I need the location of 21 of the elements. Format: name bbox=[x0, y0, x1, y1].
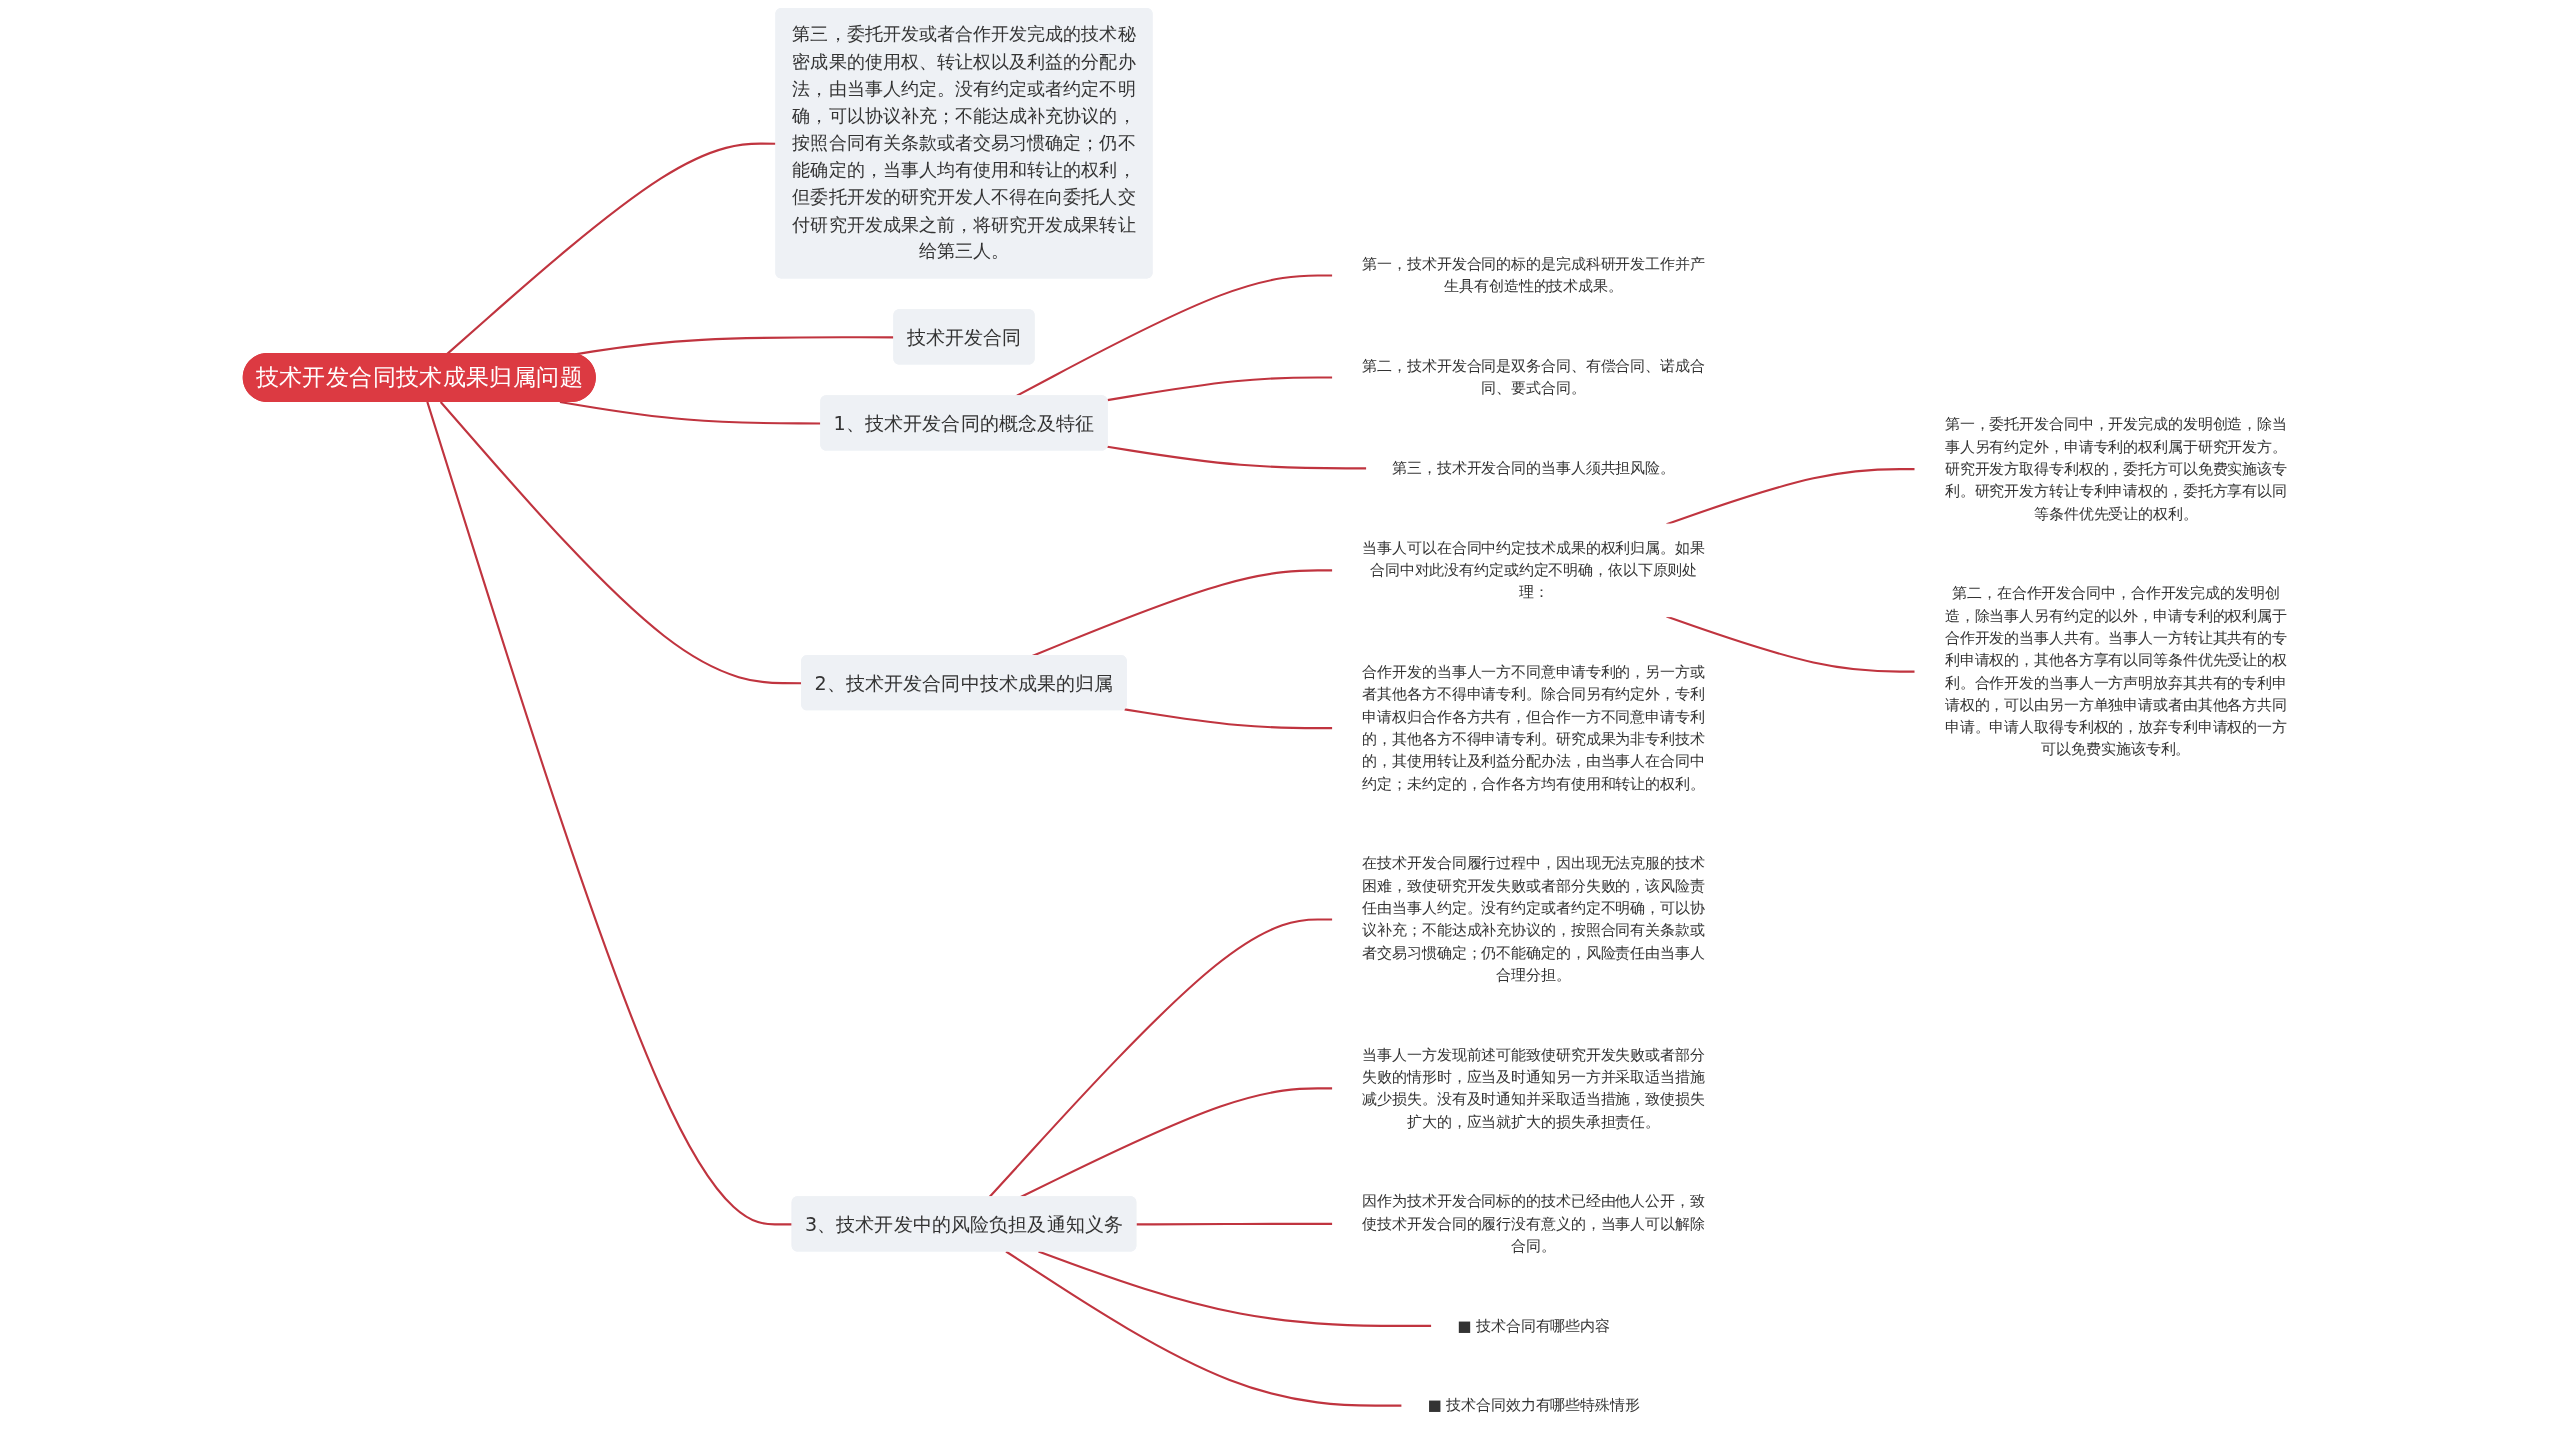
connector bbox=[1666, 615, 1916, 673]
node-text: 第一，技术开发合同的标的是完成科研开发工作并产生具有创造性的技术成果。 bbox=[1362, 255, 1705, 295]
connector bbox=[1038, 1250, 1432, 1327]
connector bbox=[1666, 468, 1916, 526]
node-text: 因作为技术开发合同标的的技术已经由他人公开，致使技术开发合同的履行没有意义的，当事人可以解除合同。 bbox=[1362, 1192, 1705, 1255]
node-text: ■ 技术合同有哪些内容 bbox=[1457, 1316, 1610, 1334]
connector bbox=[1005, 1250, 1402, 1407]
connector bbox=[1124, 708, 1333, 730]
node-text: 第二，技术开发合同是双务合同、有偿合同、诺成合同、要式合同。 bbox=[1362, 357, 1705, 397]
node-text: 合作开发的当事人一方不同意申请专利的，另一方或者其他各方不得申请专利。除合同另有约定外，专利申请权归合作各方共有，但合作一方不同意申请专利的，其他各方不得申请专利。研究成果为非专利技术的，其使用转让及利益分配办法，由当事人在合同中约定；未约定的，合作各方均有使用和转让的权利。 bbox=[1362, 663, 1705, 792]
node-text: 第二，在合作开发合同中，合作开发完成的发明创造，除当事人另有约定的以外，申请专利的权利属于合作开发的当事人共有。当事人一方转让其共有的专利申请权的，其他各方享有以同等条件优先受让的权利。合作开发的当事人一方声明放弃其共有的专利申请权的，可以由另一方单独申请或者由其他各方共同申请。申请人取得专利权的，放弃专利申请权的一方可以免费实施该专利。 bbox=[1944, 584, 2287, 758]
node-text: 当事人一方发现前述可能致使研究开发失败或者部分失败的情形时，应当及时通知另一方并采取适当措施减少损失。没有及时通知并采取适当措施，致使损失扩大的，应当就扩大的损失承担责任。 bbox=[1362, 1045, 1705, 1130]
connector bbox=[1107, 376, 1333, 402]
connector bbox=[1136, 1222, 1333, 1226]
connector bbox=[426, 401, 793, 1226]
connector bbox=[1107, 445, 1367, 470]
node-text: 在技术开发合同履行过程中，因出现无法克服的技术困难，致使研究开发失败或者部分失败的，该风险责任由当事人约定。没有约定或者约定不明确，可以协议补充；不能达成补充协议的，按照合同有关条款或者交易习惯确定；仍不能确定的，风险责任由当事人合理分担。 bbox=[1362, 854, 1705, 984]
node-text: ■ 技术合同效力有哪些特殊情形 bbox=[1427, 1396, 1640, 1414]
node-text: 第一，委托开发合同中，开发完成的发明创造，除当事人另有约定外，申请专利的权利属于研究开发方。研究开发方取得专利权的，委托方可以免费实施该专利。研究开发方转让专利申请权的，委托方享有以同等条件优先受让的权利。 bbox=[1944, 415, 2287, 522]
node-text: 第三，技术开发合同的当事人须共担风险。 bbox=[1392, 459, 1675, 477]
node-text: 当事人可以在合同中约定技术成果的权利归属。如果合同中对此没有约定或约定不明确，依以下原则处理： bbox=[1362, 539, 1705, 601]
